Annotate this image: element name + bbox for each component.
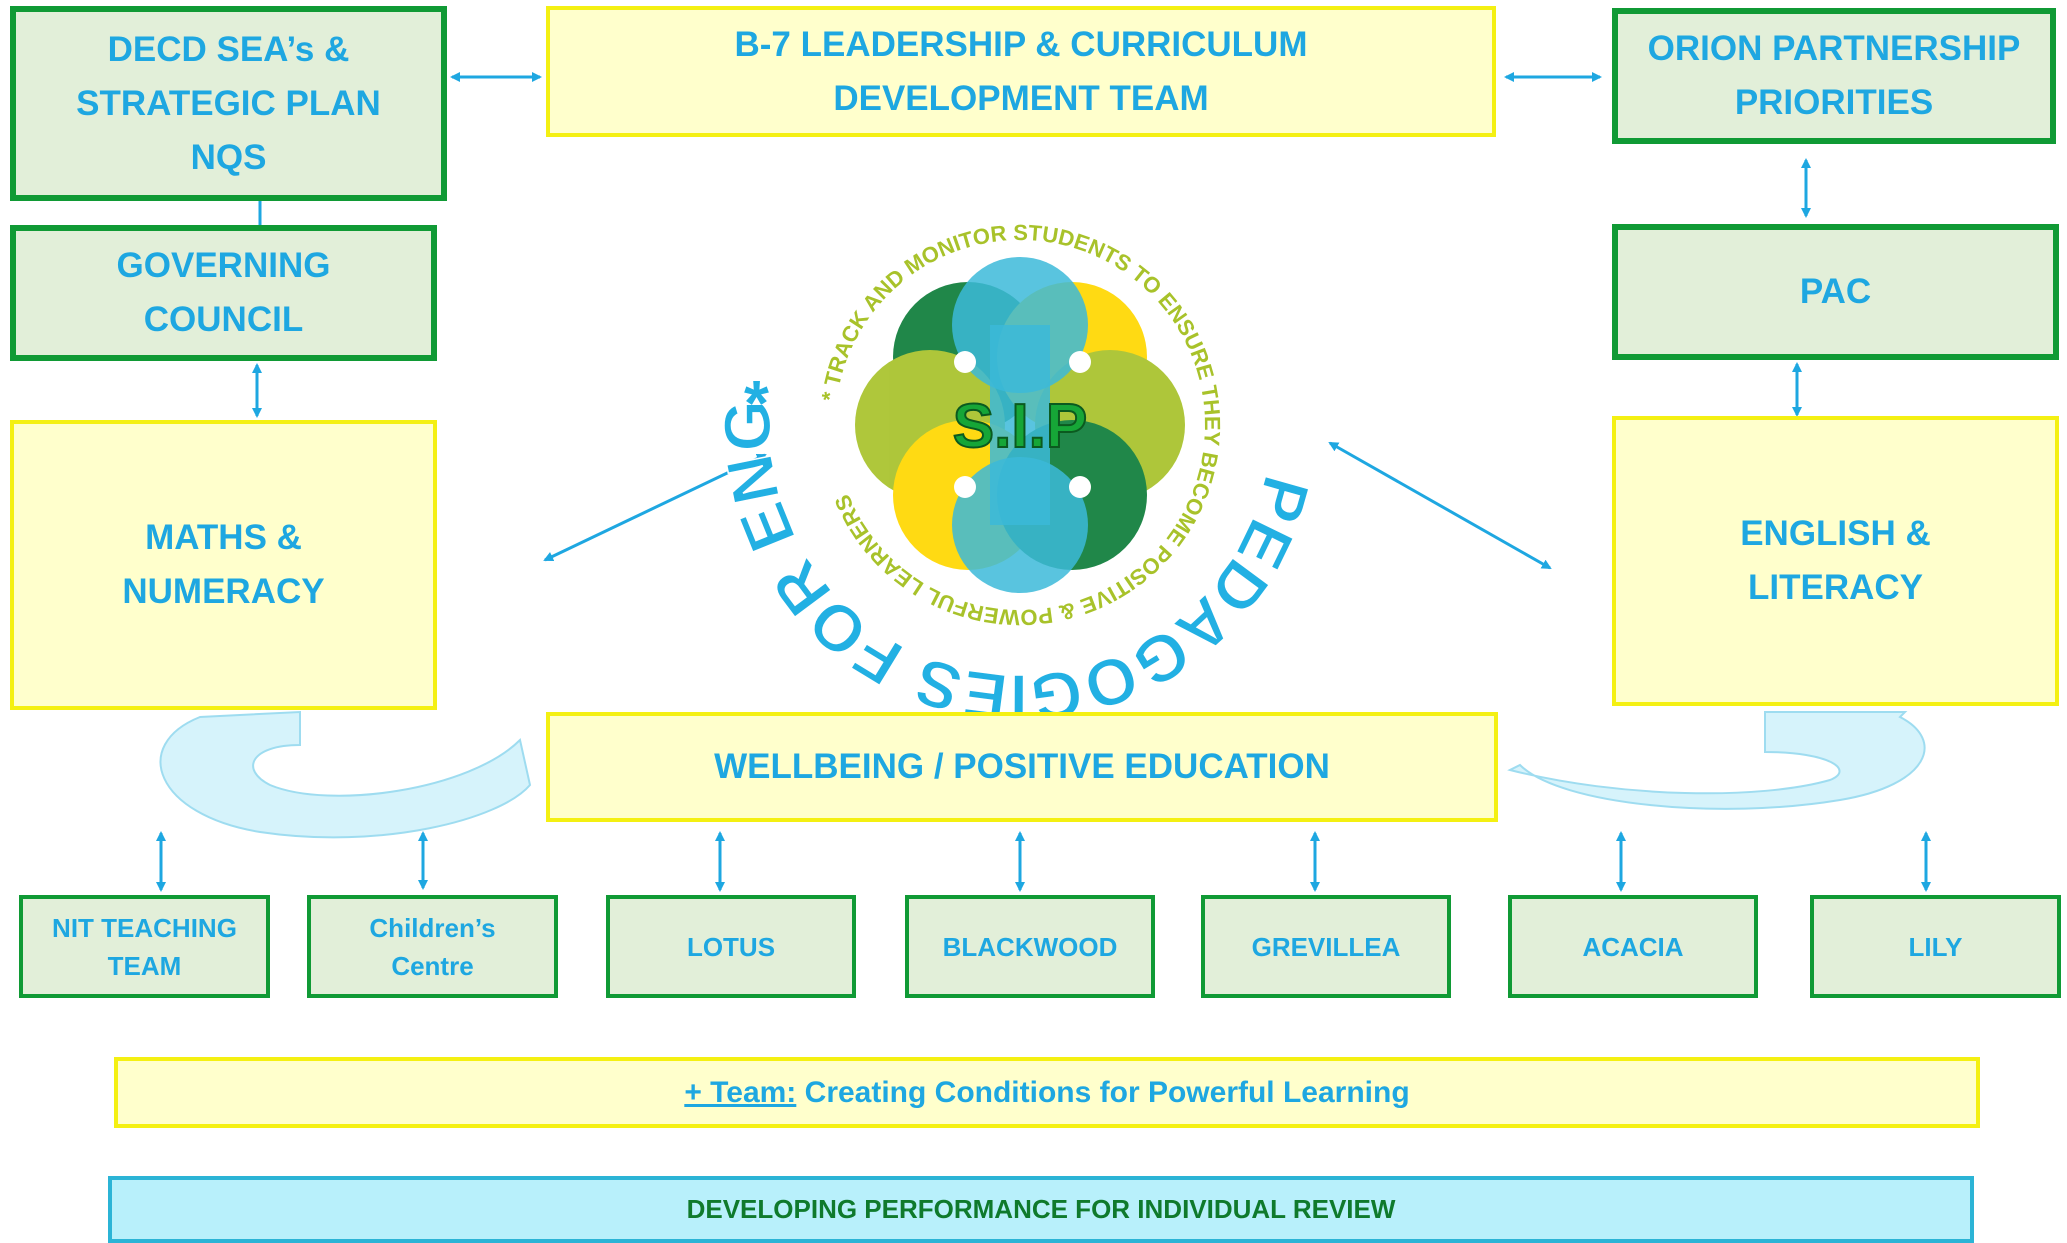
curved-arrow-right xyxy=(1507,711,1926,810)
wellbeing-box: WELLBEING / POSITIVE EDUCATION xyxy=(546,712,1498,822)
emblem-flower xyxy=(855,257,1185,593)
governing-council-box: GOVERNING COUNCIL xyxy=(10,225,437,361)
team-box-nit: NIT TEACHING TEAM xyxy=(19,895,270,998)
team-conditions-text: Creating Conditions for Powerful Learnin… xyxy=(796,1075,1410,1109)
orion-partnership-box: ORION PARTNERSHIP PRIORITIES xyxy=(1612,8,2056,144)
sip-emblem: S.I.P * TRACK AND MONITOR STUDENTS TO EN… xyxy=(700,125,1325,725)
team-box-acacia: ACACIA xyxy=(1508,895,1758,998)
team-prefix: + Team: xyxy=(684,1075,797,1109)
team-box-blackwood: BLACKWOOD xyxy=(905,895,1155,998)
team-box-lotus: LOTUS xyxy=(606,895,856,998)
pac-label: PAC xyxy=(1799,272,1872,311)
team-label-childrens-centre: Children’s Centre xyxy=(369,912,496,981)
team-box-childrens-centre: Children’s Centre xyxy=(307,895,558,998)
maths-label: MATHS & NUMERACY xyxy=(122,518,325,611)
arrow-center-maths xyxy=(543,453,767,562)
english-literacy-box: ENGLISH & LITERACY xyxy=(1612,416,2059,706)
team-label-grevillea: GREVILLEA xyxy=(1251,931,1401,962)
team-box-grevillea: GREVILLEA xyxy=(1201,895,1451,998)
developing-performance-text: DEVELOPING PERFORMANCE FOR INDIVIDUAL RE… xyxy=(686,1194,1396,1224)
team-label-acacia: ACACIA xyxy=(1582,931,1684,962)
arrow-center-english xyxy=(1328,441,1552,570)
governing-label: GOVERNING COUNCIL xyxy=(116,246,331,339)
pac-box: PAC xyxy=(1612,224,2059,360)
b7-leadership-box: B-7 LEADERSHIP & CURRICULUM DEVELOPMENT … xyxy=(546,6,1496,137)
english-label: ENGLISH & LITERACY xyxy=(1740,514,1931,607)
decd-label: DECD SEA’s & STRATEGIC PLAN NQS xyxy=(76,29,381,177)
team-label-nit: NIT TEACHING TEAM xyxy=(52,912,237,981)
emblem-asterisk: * xyxy=(744,367,769,439)
wellbeing-label: WELLBEING / POSITIVE EDUCATION xyxy=(714,747,1330,786)
orion-label: ORION PARTNERSHIP PRIORITIES xyxy=(1647,29,2021,122)
team-box-lily: LILY xyxy=(1810,895,2061,998)
curved-arrow-left xyxy=(159,710,532,839)
maths-numeracy-box: MATHS & NUMERACY xyxy=(10,420,437,710)
emblem-center-label: S.I.P xyxy=(953,392,1087,461)
team-label-lily: LILY xyxy=(1908,931,1963,962)
decd-strategic-plan-box: DECD SEA’s & STRATEGIC PLAN NQS xyxy=(10,6,447,201)
b7-label: B-7 LEADERSHIP & CURRICULUM DEVELOPMENT … xyxy=(734,24,1308,118)
team-label-lotus: LOTUS xyxy=(686,931,776,962)
team-label-blackwood: BLACKWOOD xyxy=(942,931,1118,962)
developing-performance-bar: DEVELOPING PERFORMANCE FOR INDIVIDUAL RE… xyxy=(108,1176,1974,1243)
team-conditions-bar: + Team: Creating Conditions for Powerful… xyxy=(114,1057,1980,1128)
